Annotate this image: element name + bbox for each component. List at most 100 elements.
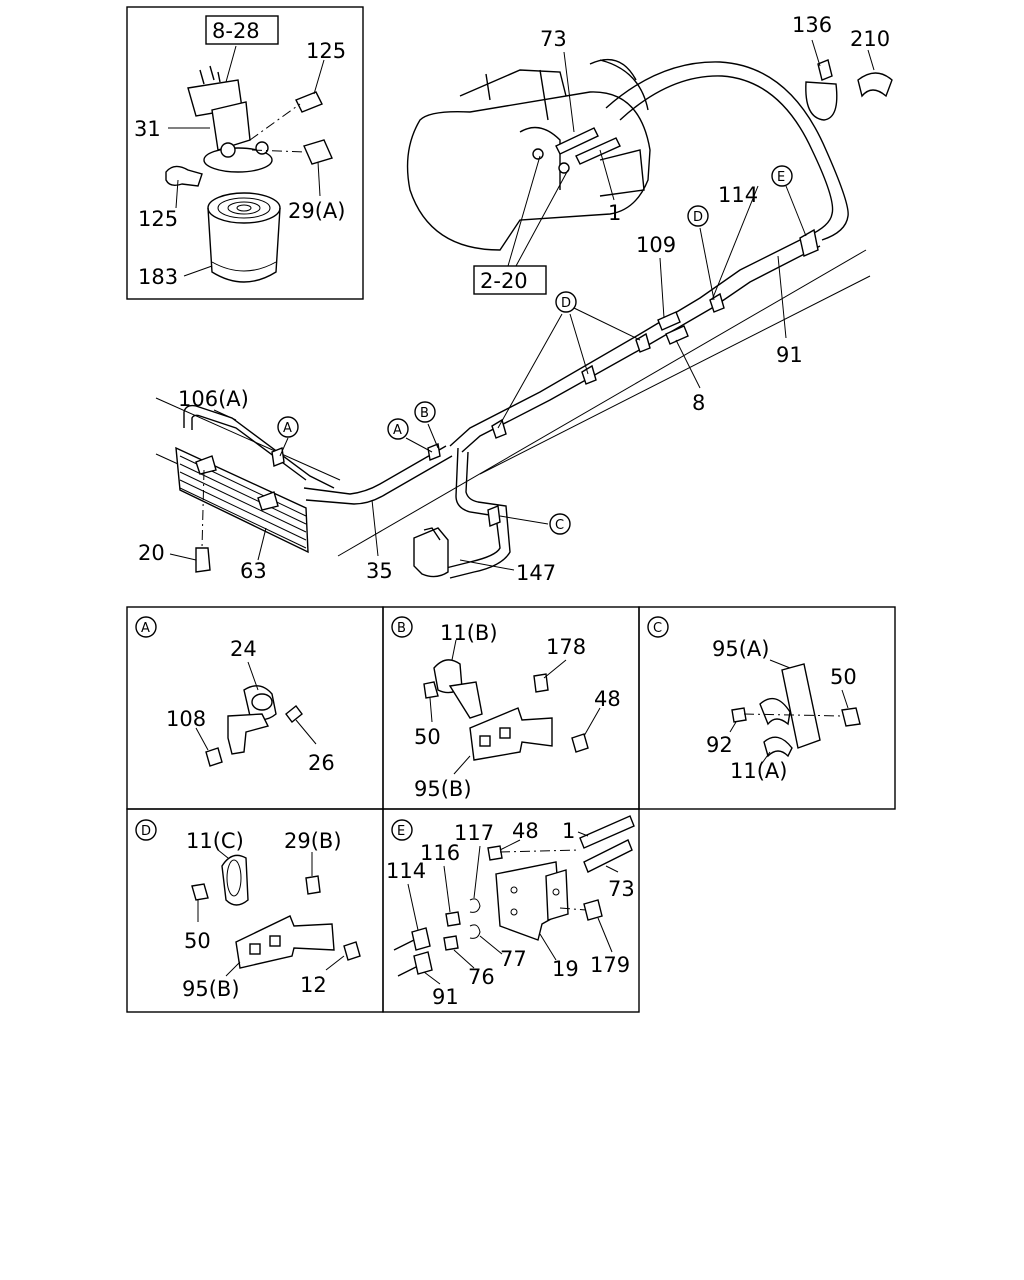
filter-147 <box>413 527 449 578</box>
pump-cap <box>589 58 637 81</box>
filter-body <box>207 207 281 283</box>
leader-callout-a1 <box>279 437 289 457</box>
bolt-179 <box>583 899 603 921</box>
leader-1 <box>599 149 615 201</box>
bolt-29a <box>303 139 333 165</box>
filter-top-ring3 <box>236 204 252 212</box>
bolt-178 <box>533 673 549 693</box>
bolt-20-centerline <box>201 469 205 549</box>
clip-d-4 <box>709 292 725 313</box>
leader-210 <box>867 49 875 71</box>
main-ref-box <box>473 265 547 295</box>
detail-e-letter: E <box>397 824 405 839</box>
label-a-108: 108 <box>166 707 206 731</box>
bracket-95b-slot1 <box>479 735 491 747</box>
label-125-bottom: 125 <box>138 207 178 231</box>
leader-106a <box>213 409 237 421</box>
clip-a <box>271 447 285 467</box>
callout-e-circle <box>771 165 793 187</box>
leader-b-178 <box>543 659 567 679</box>
leader-e-76 <box>453 949 475 969</box>
bracket-a <box>227 713 270 755</box>
leader-c-11a <box>759 751 771 767</box>
label-d-12: 12 <box>300 973 327 997</box>
callout-d1: D <box>561 296 571 311</box>
ring-117 <box>469 898 481 913</box>
label-1: 1 <box>608 201 621 225</box>
nut-e-48 <box>487 845 503 861</box>
callout-c-circle <box>549 513 571 535</box>
head-port-right <box>255 141 269 155</box>
label-c-11a: 11(A) <box>730 759 787 783</box>
inset-centerlines <box>249 103 307 153</box>
fitting-e-114 <box>411 927 431 951</box>
leader-a-24 <box>247 661 259 691</box>
detail-d-circle <box>135 819 157 841</box>
label-b-11b: 11(B) <box>440 621 498 645</box>
detail-e: E 117 48 1 116 <box>386 815 635 1009</box>
clamp-11b-arm <box>448 681 483 719</box>
detail-e-centerlines <box>499 849 587 911</box>
bolt-d-50 <box>191 883 209 901</box>
detail-b: B 11(B) 178 48 50 95(B) <box>391 616 621 801</box>
bracket-95b-slot2 <box>499 727 511 739</box>
detail-a: A 24 108 26 <box>135 616 335 775</box>
bracket-d-slot1 <box>249 943 261 955</box>
callout-d1-circle <box>555 291 577 313</box>
fitting-125-top <box>295 91 323 113</box>
leader-callout-d2 <box>699 227 715 301</box>
bracket-d-slot2 <box>269 935 281 947</box>
filter-band <box>211 261 277 272</box>
label-73: 73 <box>540 27 567 51</box>
label-20: 20 <box>138 541 165 565</box>
label-63: 63 <box>240 559 267 583</box>
callout-e: E <box>777 170 785 185</box>
clamp-11c <box>221 854 249 906</box>
leader-b-50 <box>429 697 433 723</box>
leader-35 <box>371 499 379 557</box>
label-e-19: 19 <box>552 957 579 981</box>
detail-c: C 95(A) 50 92 11(A) <box>647 616 861 783</box>
detail-a-letter: A <box>141 621 150 636</box>
line-106a-b <box>191 414 307 481</box>
callout-d2: D <box>693 210 703 225</box>
bolt-20 <box>195 547 211 573</box>
pump-ports <box>519 126 645 197</box>
detail-c-centerline <box>743 713 843 717</box>
clamp-11a-upper <box>759 697 791 726</box>
label-e-179: 179 <box>590 953 630 977</box>
label-e-48: 48 <box>512 819 539 843</box>
detail-b-letter: B <box>397 621 406 636</box>
inset-frame <box>126 6 364 300</box>
detail-c-circle <box>647 616 669 638</box>
leader-ref-2-20 <box>507 155 569 267</box>
detail-b-circle <box>391 616 413 638</box>
leader-147 <box>459 559 515 571</box>
inset-ref-label: 8-28 <box>212 19 260 43</box>
nut-92 <box>731 707 747 723</box>
leader-a-108 <box>195 727 209 751</box>
callout-a1-circle <box>277 416 299 438</box>
ring-77 <box>469 924 481 939</box>
pump-details <box>485 59 649 121</box>
leader-d-11c <box>217 849 229 859</box>
leader-e-116 <box>443 865 451 913</box>
label-e-91: 91 <box>432 985 459 1009</box>
bracket-95b <box>469 707 553 761</box>
detail-e-frame <box>382 808 640 1013</box>
leader-b-48 <box>583 707 601 737</box>
label-109: 109 <box>636 233 676 257</box>
leader-73 <box>563 51 575 133</box>
clip-e <box>799 228 819 257</box>
label-147: 147 <box>516 561 556 585</box>
clip-c <box>487 505 501 527</box>
nut-b-48 <box>571 733 589 753</box>
line-106a <box>183 404 335 489</box>
clamp-11c-loop <box>226 859 242 897</box>
leader-63 <box>257 527 267 561</box>
nut-116 <box>445 911 461 927</box>
bolt-29b <box>305 875 321 895</box>
inset-ref-box <box>205 15 279 45</box>
clamp-136-tab <box>817 59 833 81</box>
bracket-19 <box>495 861 561 941</box>
